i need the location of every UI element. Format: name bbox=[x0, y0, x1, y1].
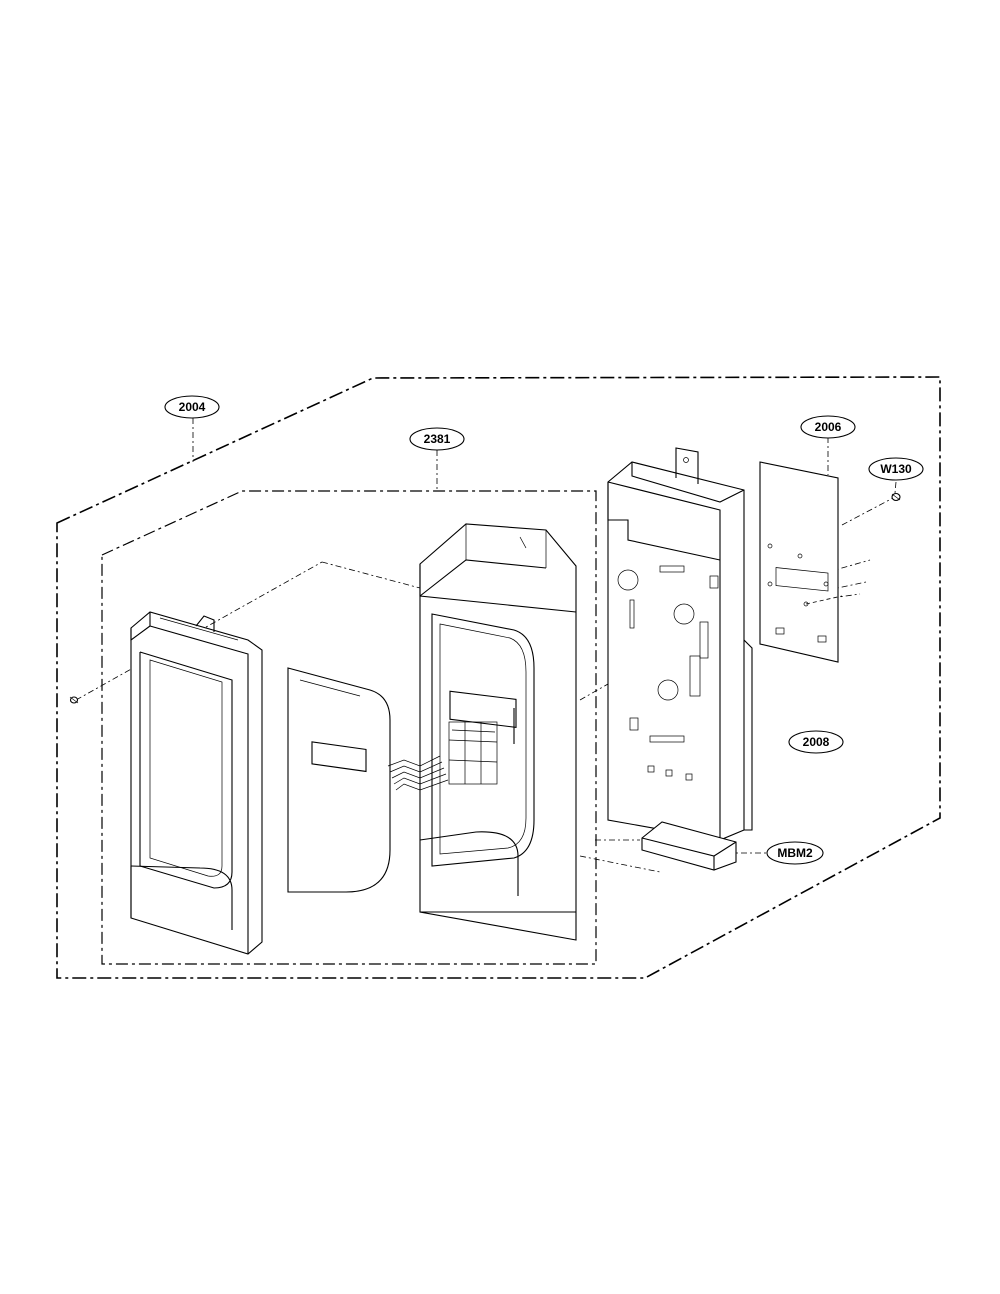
callout-w130: W130 bbox=[868, 457, 924, 481]
control-panel bbox=[387, 523, 577, 941]
front-frame bbox=[130, 611, 263, 955]
callout-2008: 2008 bbox=[788, 730, 844, 754]
screw-left bbox=[69, 696, 79, 704]
pcb-board bbox=[759, 461, 843, 663]
assembly-boundary-2004 bbox=[56, 376, 941, 979]
callout-2006-label: 2006 bbox=[815, 420, 842, 434]
callout-mbm2-label: MBM2 bbox=[777, 846, 813, 860]
callout-2004: 2004 bbox=[164, 395, 220, 419]
callout-2004-label: 2004 bbox=[179, 400, 206, 414]
mbm2-cloth bbox=[641, 821, 737, 871]
callout-2381-label: 2381 bbox=[424, 432, 451, 446]
ribbon-cable bbox=[387, 755, 449, 791]
callout-mbm2: MBM2 bbox=[766, 841, 824, 865]
callout-2381: 2381 bbox=[409, 427, 465, 451]
pcb-housing bbox=[607, 447, 753, 841]
callout-2006: 2006 bbox=[800, 415, 856, 439]
callout-w130-label: W130 bbox=[880, 462, 912, 476]
screw-w130 bbox=[891, 492, 901, 502]
keypad bbox=[448, 721, 498, 785]
subassembly-boundary-2381 bbox=[101, 490, 597, 965]
callout-2008-label: 2008 bbox=[803, 735, 830, 749]
membrane-sheet bbox=[287, 667, 391, 893]
